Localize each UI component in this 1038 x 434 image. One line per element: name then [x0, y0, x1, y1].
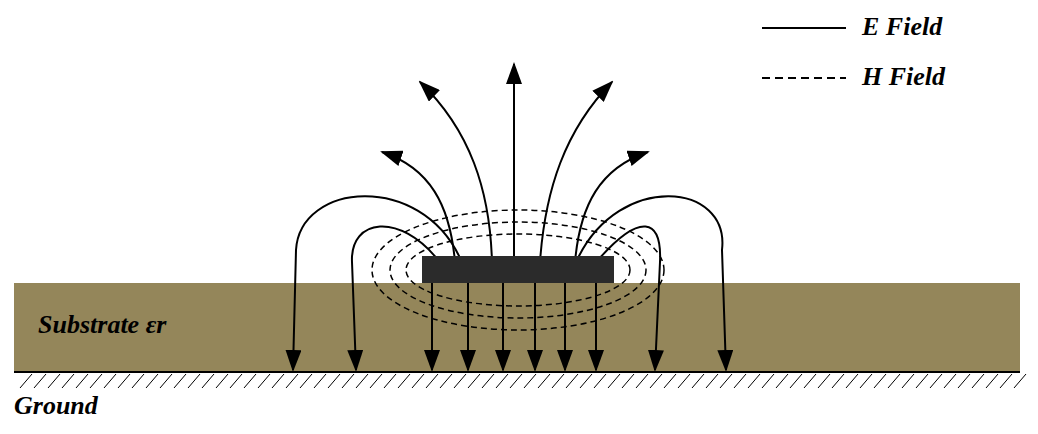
e-field-lines	[293, 64, 726, 370]
legend-entry: E Field	[762, 12, 1032, 44]
substrate-band: Substrate εr	[14, 283, 1020, 372]
substrate-label: Substrate εr	[38, 311, 166, 340]
legend-sample	[762, 12, 852, 44]
legend-entry: H Field	[762, 62, 1032, 94]
legend-text: E Field	[862, 13, 942, 42]
ground-plane	[14, 371, 1020, 373]
microstrip-conductor	[422, 256, 614, 283]
h-field-lines	[372, 210, 664, 330]
legend-text: H Field	[862, 63, 945, 92]
ground-hatch	[20, 374, 1026, 388]
legend-sample	[762, 62, 852, 94]
ground-label: Ground	[14, 392, 98, 421]
